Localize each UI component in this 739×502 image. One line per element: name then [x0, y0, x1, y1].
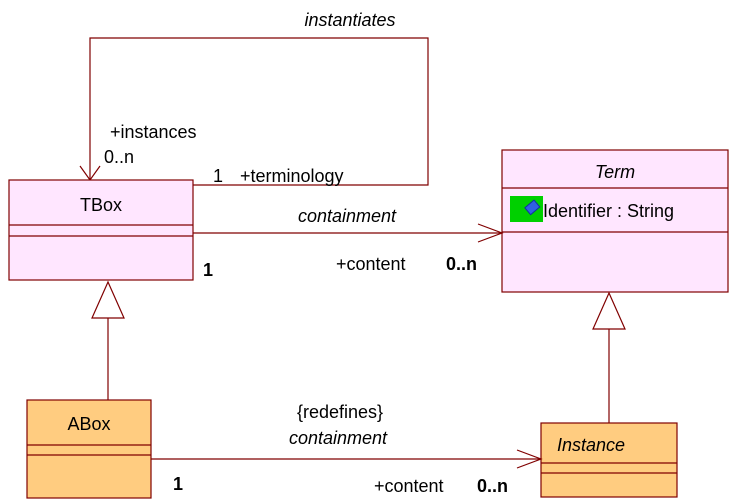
instances-multiplicity: 0..n: [104, 147, 134, 167]
instance-generalization-arrowhead: [592, 291, 626, 330]
instance-class-name: Instance: [557, 435, 625, 455]
abox-containment-name: containment: [289, 428, 388, 448]
instantiates-association-name: instantiates: [304, 10, 395, 30]
abox-class[interactable]: ABox: [26, 399, 152, 499]
term-class-name: Term: [595, 162, 635, 182]
abox-generalization-arrowhead: [91, 280, 125, 319]
terminology-multiplicity: 1: [213, 166, 223, 186]
instances-role-label: +instances: [110, 122, 197, 142]
term-identifier-attribute: Identifier : String: [543, 201, 674, 221]
term-class[interactable]: Term Identifier : String: [501, 149, 729, 293]
instance-class[interactable]: Instance: [540, 422, 678, 498]
attribute-icon: [510, 196, 543, 222]
tbox-containment-name: containment: [298, 206, 397, 226]
tbox-content-role-label: +content: [336, 254, 406, 274]
tbox-content-multiplicity: 0..n: [446, 254, 477, 274]
terminology-role-label: +terminology: [240, 166, 344, 186]
abox-containment-source-multiplicity: 1: [173, 474, 183, 494]
instantiates-association-line: [89, 37, 429, 186]
abox-class-name: ABox: [67, 414, 110, 434]
tbox-class-name: TBox: [80, 195, 122, 215]
abox-containment-arrowhead: [516, 449, 543, 469]
tbox-containment-arrowhead: [477, 223, 504, 243]
tbox-class[interactable]: TBox: [8, 179, 194, 281]
tbox-containment-source-multiplicity: 1: [203, 260, 213, 280]
abox-containment-constraint: {redefines}: [297, 402, 383, 422]
abox-content-role-label: +content: [374, 476, 444, 496]
abox-content-multiplicity: 0..n: [477, 476, 508, 496]
